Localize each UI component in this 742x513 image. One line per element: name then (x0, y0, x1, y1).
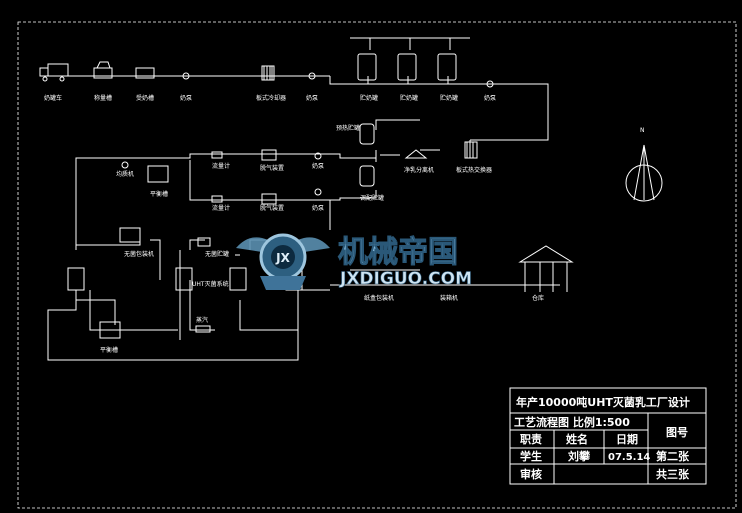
label-flow2: 流量计 (212, 204, 230, 212)
header-role: 职责 (520, 432, 542, 446)
flowmeter-icon-1 (211, 151, 223, 159)
watermark-badge-text: JX (275, 251, 290, 265)
label-deaerator2: 脱气装置 (260, 204, 284, 212)
label-homogenizer: 均质机 (116, 170, 134, 178)
separator-icon (404, 149, 428, 159)
label-storage2: 贮奶罐 (400, 94, 418, 102)
label-packing: 纸盒包装机 (364, 294, 394, 302)
deaerator-icon-2 (261, 193, 277, 205)
label-pump1: 奶泵 (180, 94, 192, 102)
watermark-cn: 机械帝国 (338, 235, 458, 270)
label-pump5: 奶泵 (312, 204, 324, 212)
sheet-total: 共三张 (656, 467, 690, 481)
row-student: 学生 (520, 449, 542, 463)
student-name: 刘攀 (568, 449, 591, 463)
weigh-tank-icon (93, 67, 113, 79)
label-uht: UHT灭菌系统 (192, 280, 229, 288)
student-date: 07.5.14 (608, 452, 650, 463)
watermark-logo: JX (236, 233, 330, 290)
label-aseptic: 无菌贮罐 (205, 250, 229, 258)
label-deaerator1: 脱气装置 (260, 164, 284, 172)
homogenizer-icon (147, 165, 169, 183)
label-plate-cooler: 板式冷却器 (256, 94, 286, 102)
label-boxing: 装箱机 (440, 294, 458, 302)
label-mixing: 调配贮罐 (360, 194, 384, 202)
pump-icon-2 (308, 72, 316, 80)
label-pump2: 奶泵 (306, 94, 318, 102)
label-balance: 平衡槽 (150, 190, 168, 198)
pump-icon (182, 72, 190, 80)
deaerator-icon-1 (261, 149, 277, 161)
label-warehouse: 仓库 (532, 294, 544, 302)
header-date: 日期 (616, 432, 638, 446)
label-plate-heater: 板式热交换器 (456, 166, 492, 174)
uht-unit-icon-2 (175, 267, 193, 291)
warehouse-icon (518, 245, 574, 263)
label-steam: 蒸汽 (196, 316, 208, 324)
label-weigh: 称量槽 (94, 94, 112, 102)
header-number: 图号 (666, 426, 688, 439)
sterile-pack-icon (119, 227, 141, 243)
label-pump3: 奶泵 (484, 94, 496, 102)
sheet-number: 第二张 (656, 449, 690, 463)
label-balance2: 平衡槽 (100, 346, 118, 354)
north-arrow-icon (625, 144, 663, 202)
label-flow1: 流量计 (212, 162, 230, 170)
title-drawing: 工艺流程图 比例1:500 (514, 415, 630, 429)
flowmeter-icon-2 (211, 195, 223, 203)
balance-tank-icon (99, 321, 121, 339)
uht-unit-icon-3 (229, 267, 247, 291)
preheat-tank-icon (359, 123, 375, 145)
watermark-en: JXDIGUO.COM (339, 269, 472, 289)
storage-tank-icon-2 (397, 53, 417, 81)
label-storage1: 贮奶罐 (360, 94, 378, 102)
header-name: 姓名 (566, 432, 588, 446)
plate-heater-icon (464, 141, 478, 159)
storage-tank-icon-1 (357, 53, 377, 81)
uht-unit-icon-1 (67, 267, 85, 291)
label-storage3: 贮奶罐 (440, 94, 458, 102)
pump-icon-3 (486, 80, 494, 88)
label-tanker: 奶罐车 (44, 94, 62, 102)
row-review: 审核 (520, 467, 542, 481)
label-preheat: 预热贮罐 (336, 124, 360, 132)
north-label: N (640, 127, 645, 134)
pipelines (44, 37, 560, 361)
receive-tank-icon (135, 67, 155, 79)
process-labels: 奶罐车 称量槽 受奶槽 奶泵 板式冷却器 奶泵 贮奶罐 贮奶罐 贮奶罐 奶泵 预… (44, 94, 544, 354)
drawing-border (17, 21, 737, 509)
label-separator: 净乳分离机 (404, 166, 434, 174)
title-project: 年产10000吨UHT灭菌乳工厂设计 (516, 395, 690, 409)
plate-cooler-icon (261, 65, 275, 81)
tanker-truck-icon (47, 63, 69, 77)
label-sterile-pack: 无菌包装机 (124, 250, 154, 258)
title-block (509, 387, 707, 485)
label-pump4: 奶泵 (312, 162, 324, 170)
label-receive: 受奶槽 (136, 94, 154, 102)
mixing-tank-icon (359, 165, 375, 187)
storage-tank-icon-3 (437, 53, 457, 81)
